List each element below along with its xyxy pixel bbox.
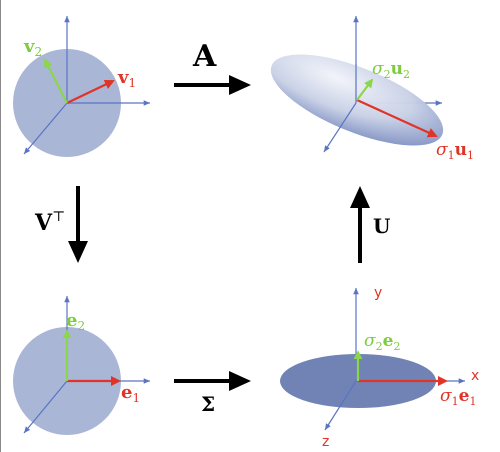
transform-arrow-A: A <box>174 39 251 95</box>
label-Sigma: Σ <box>201 392 215 416</box>
axis-line <box>23 380 68 434</box>
vector-v2 <box>44 58 68 104</box>
axis-label-y: y <box>374 285 382 301</box>
label-sigma1-u1: σ1u1 <box>436 140 474 162</box>
transform-arrow-Sigma: Σ <box>174 371 251 416</box>
axis-label-z: z <box>322 434 329 450</box>
panel-bottom-right: y x z σ2e2 σ1e1 <box>280 285 479 450</box>
label-v1: v1 <box>117 67 136 90</box>
panel-top-left: v1 v2 <box>13 16 150 157</box>
axis-z <box>324 380 357 431</box>
left-border-line <box>0 0 1 452</box>
axis-line <box>23 102 68 155</box>
panel-bottom-left: e1 e2 <box>13 296 150 435</box>
label-sigma2-u2: σ2u2 <box>372 59 410 81</box>
label-e2: e2 <box>66 310 85 333</box>
vector-v1 <box>66 79 115 104</box>
label-v2: v2 <box>23 36 42 59</box>
panel-top-right: σ2u2 σ1u1 <box>270 16 474 162</box>
label-e1: e1 <box>121 382 140 405</box>
axis-label-x: x <box>471 368 479 384</box>
transform-arrow-U: U <box>350 186 390 263</box>
axis-line <box>323 102 357 153</box>
label-VT: V⊤ <box>34 209 65 236</box>
label-sigma2-e2: σ2e2 <box>364 331 400 353</box>
label-A: A <box>192 39 217 74</box>
vector-sigma1-u1 <box>356 98 438 138</box>
label-U: U <box>373 214 390 238</box>
label-sigma1-e1: σ1e1 <box>440 386 476 408</box>
transform-arrow-VT: V⊤ <box>34 186 88 263</box>
vector-sigma2-u2 <box>356 78 374 101</box>
